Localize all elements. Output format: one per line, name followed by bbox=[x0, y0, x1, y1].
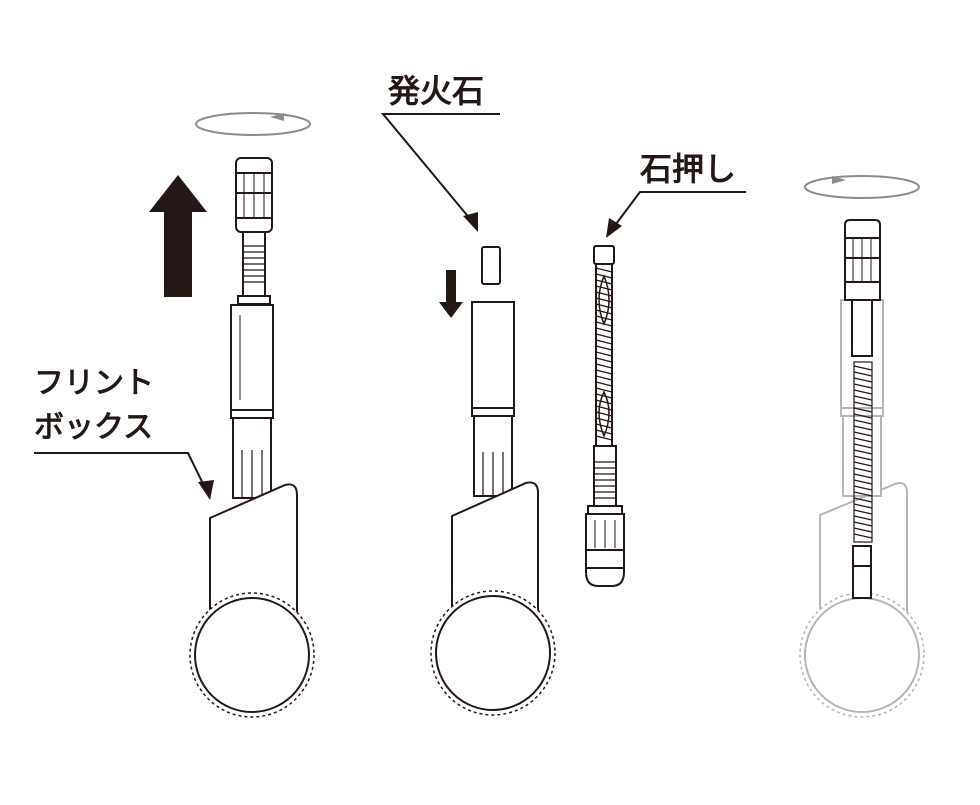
lighter-unit-left bbox=[149, 112, 315, 718]
down-arrow-icon bbox=[439, 270, 463, 318]
lighter-unit-middle bbox=[430, 246, 556, 716]
flint-box-label-line1: フリント bbox=[34, 366, 154, 401]
flint-stone bbox=[481, 246, 501, 285]
flint-label: 発火石 bbox=[387, 72, 484, 110]
flint-box-callout: フリント ボックス bbox=[34, 366, 214, 500]
flint-pusher-label: 石押し bbox=[639, 150, 736, 188]
flint-pusher-callout: 石押し bbox=[606, 150, 746, 238]
flint-callout: 発火石 bbox=[380, 72, 500, 232]
spark-wheel bbox=[189, 592, 315, 718]
spark-wheel-right bbox=[799, 592, 925, 718]
clockwise-rotation-icon bbox=[804, 175, 920, 199]
spark-wheel-middle bbox=[430, 590, 556, 716]
inserted-flint-pusher bbox=[844, 219, 881, 599]
flint-pusher bbox=[585, 245, 625, 587]
flint-box-label-line2: ボックス bbox=[34, 410, 153, 445]
flint-box-housing bbox=[209, 483, 298, 613]
flint-tube bbox=[230, 304, 274, 499]
flint-box-housing-middle bbox=[451, 481, 539, 611]
flint-tube-empty bbox=[471, 301, 515, 497]
pusher-cap bbox=[235, 157, 273, 233]
pusher-thread bbox=[237, 231, 271, 305]
up-arrow-icon bbox=[149, 175, 207, 297]
counterclockwise-rotation-icon bbox=[195, 112, 311, 136]
